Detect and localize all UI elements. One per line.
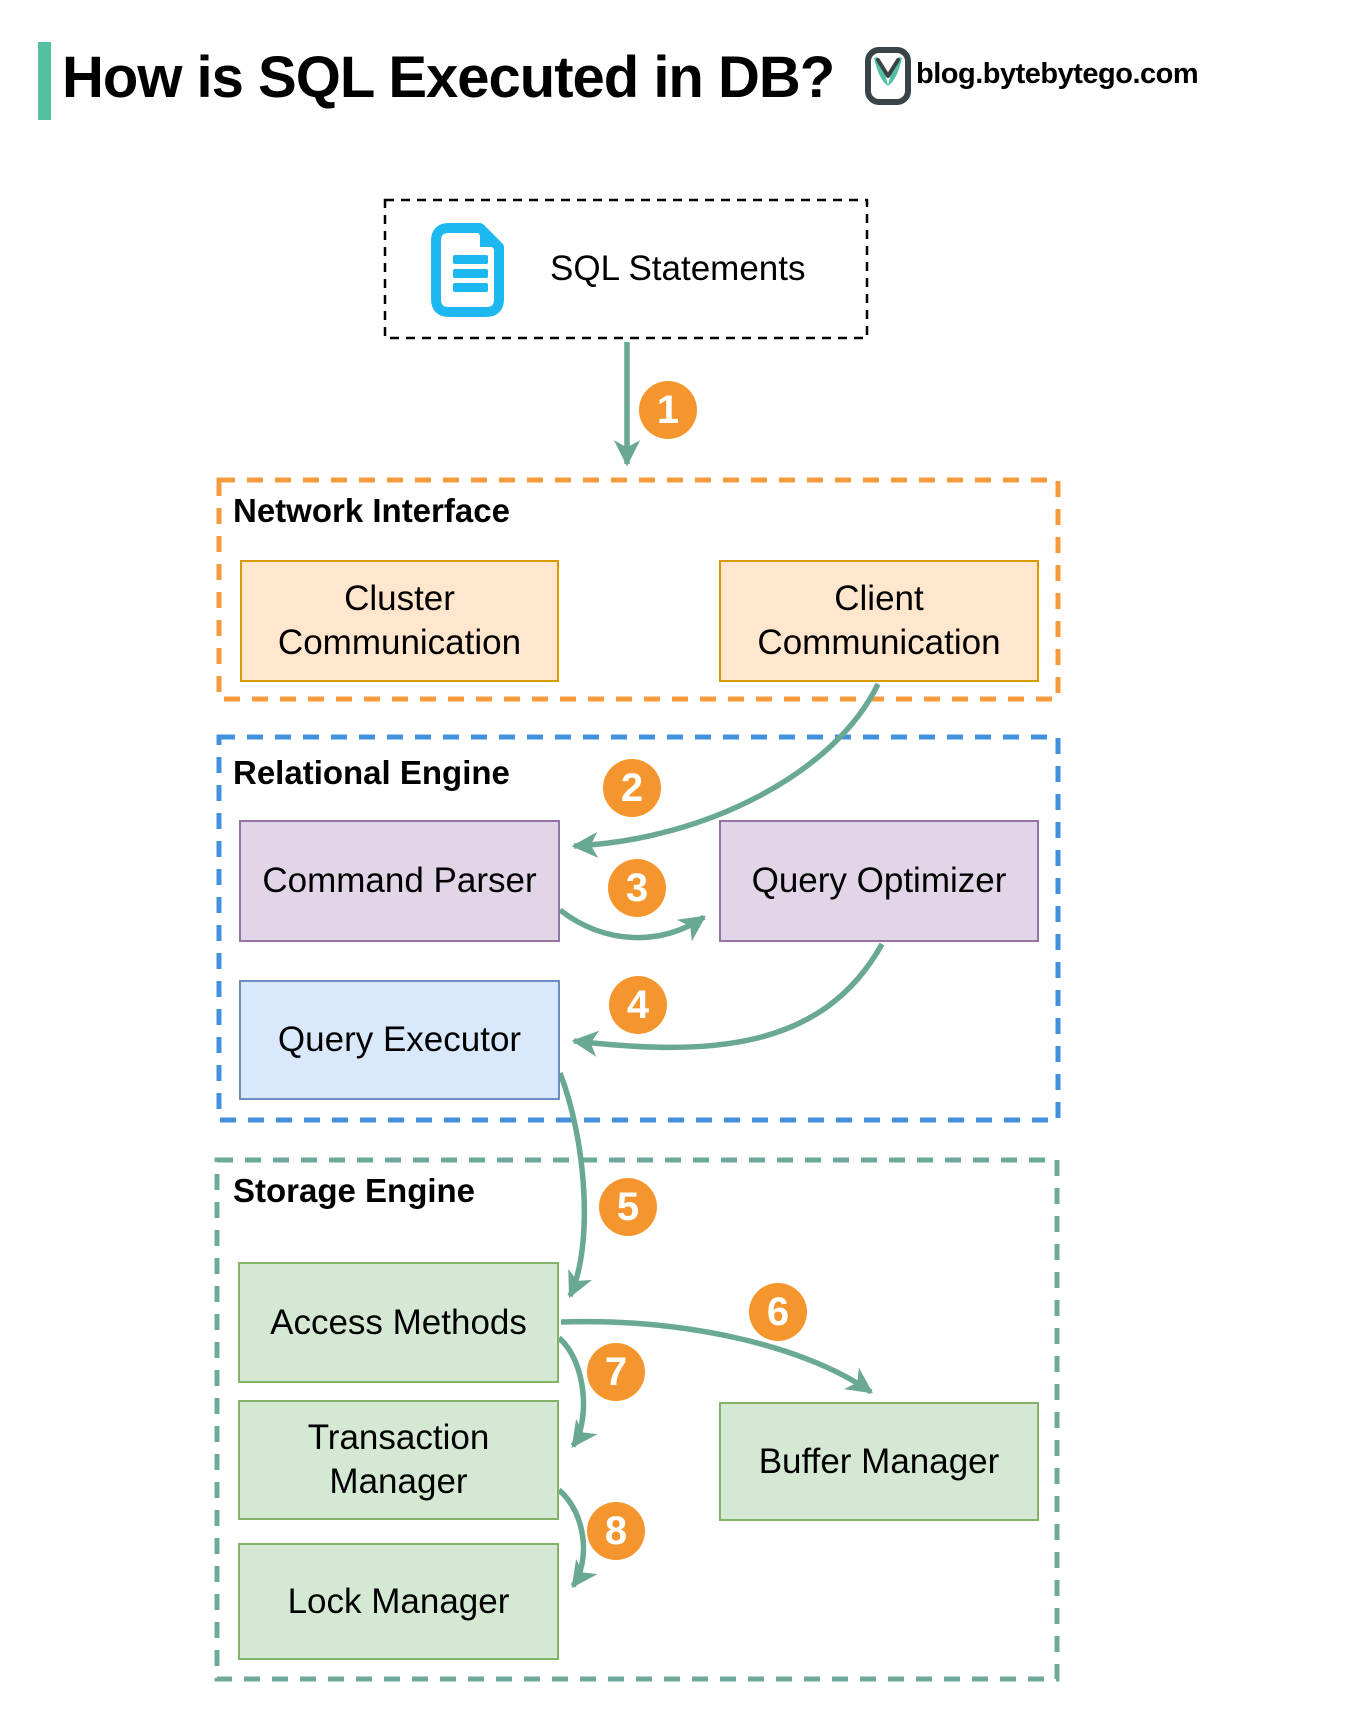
step-badge-6: 6 (749, 1283, 807, 1341)
step-badge-3: 3 (608, 859, 666, 917)
step-badge-2: 2 (603, 759, 661, 817)
sql-statements-frame (383, 198, 869, 340)
step-badge-1: 1 (639, 381, 697, 439)
arrow-step-2 (571, 682, 881, 859)
title-accent-bar (38, 42, 51, 120)
arrow-step-4 (571, 942, 885, 1057)
query-executor-label: Query Executor (277, 1020, 522, 1060)
query-executor-box: Query Executor (239, 980, 560, 1100)
sql-statements-box: SQL Statements (385, 200, 867, 338)
cluster-communication-label: Cluster Communication (277, 579, 522, 662)
arrow-step-3 (558, 907, 706, 942)
arrow-step-7 (557, 1335, 598, 1448)
storage-engine-title: Storage Engine (233, 1172, 476, 1209)
client-communication-label: Client Communication (757, 579, 1001, 662)
transaction-manager-label: Transaction Manager (307, 1418, 490, 1501)
document-icon (431, 222, 504, 317)
sql-statements-label: SQL Statements (550, 249, 806, 288)
arrow-step-8 (557, 1487, 598, 1588)
query-optimizer-box: Query Optimizer (719, 820, 1039, 942)
lock-manager-box: Lock Manager (238, 1543, 559, 1660)
client-communication-box: Client Communication (719, 560, 1039, 682)
network-interface-title: Network Interface (233, 492, 510, 529)
query-optimizer-label: Query Optimizer (751, 861, 1007, 901)
buffer-manager-box: Buffer Manager (719, 1402, 1039, 1521)
arrow-step-5 (557, 1072, 592, 1299)
brand-text: blog.bytebytego.com (916, 58, 1199, 90)
command-parser-box: Command Parser (239, 820, 560, 942)
relational-engine-frame (216, 734, 1061, 1123)
cluster-communication-box: Cluster Communication (240, 560, 559, 682)
transaction-manager-box: Transaction Manager (238, 1400, 559, 1520)
relational-engine-title: Relational Engine (233, 754, 510, 791)
step-badge-4: 4 (609, 976, 667, 1034)
command-parser-label: Command Parser (262, 861, 537, 901)
step-badge-5: 5 (599, 1178, 657, 1236)
buffer-manager-label: Buffer Manager (758, 1441, 1000, 1481)
page-title: How is SQL Executed in DB? (62, 45, 835, 110)
lock-manager-label: Lock Manager (287, 1581, 510, 1621)
step-badge-8: 8 (587, 1502, 645, 1560)
storage-engine-frame (214, 1157, 1060, 1682)
access-methods-box: Access Methods (238, 1262, 559, 1383)
arrow-step-6 (560, 1318, 873, 1395)
step-badge-7: 7 (587, 1343, 645, 1401)
access-methods-label: Access Methods (270, 1302, 527, 1342)
bytebytego-logo-icon (864, 46, 912, 106)
